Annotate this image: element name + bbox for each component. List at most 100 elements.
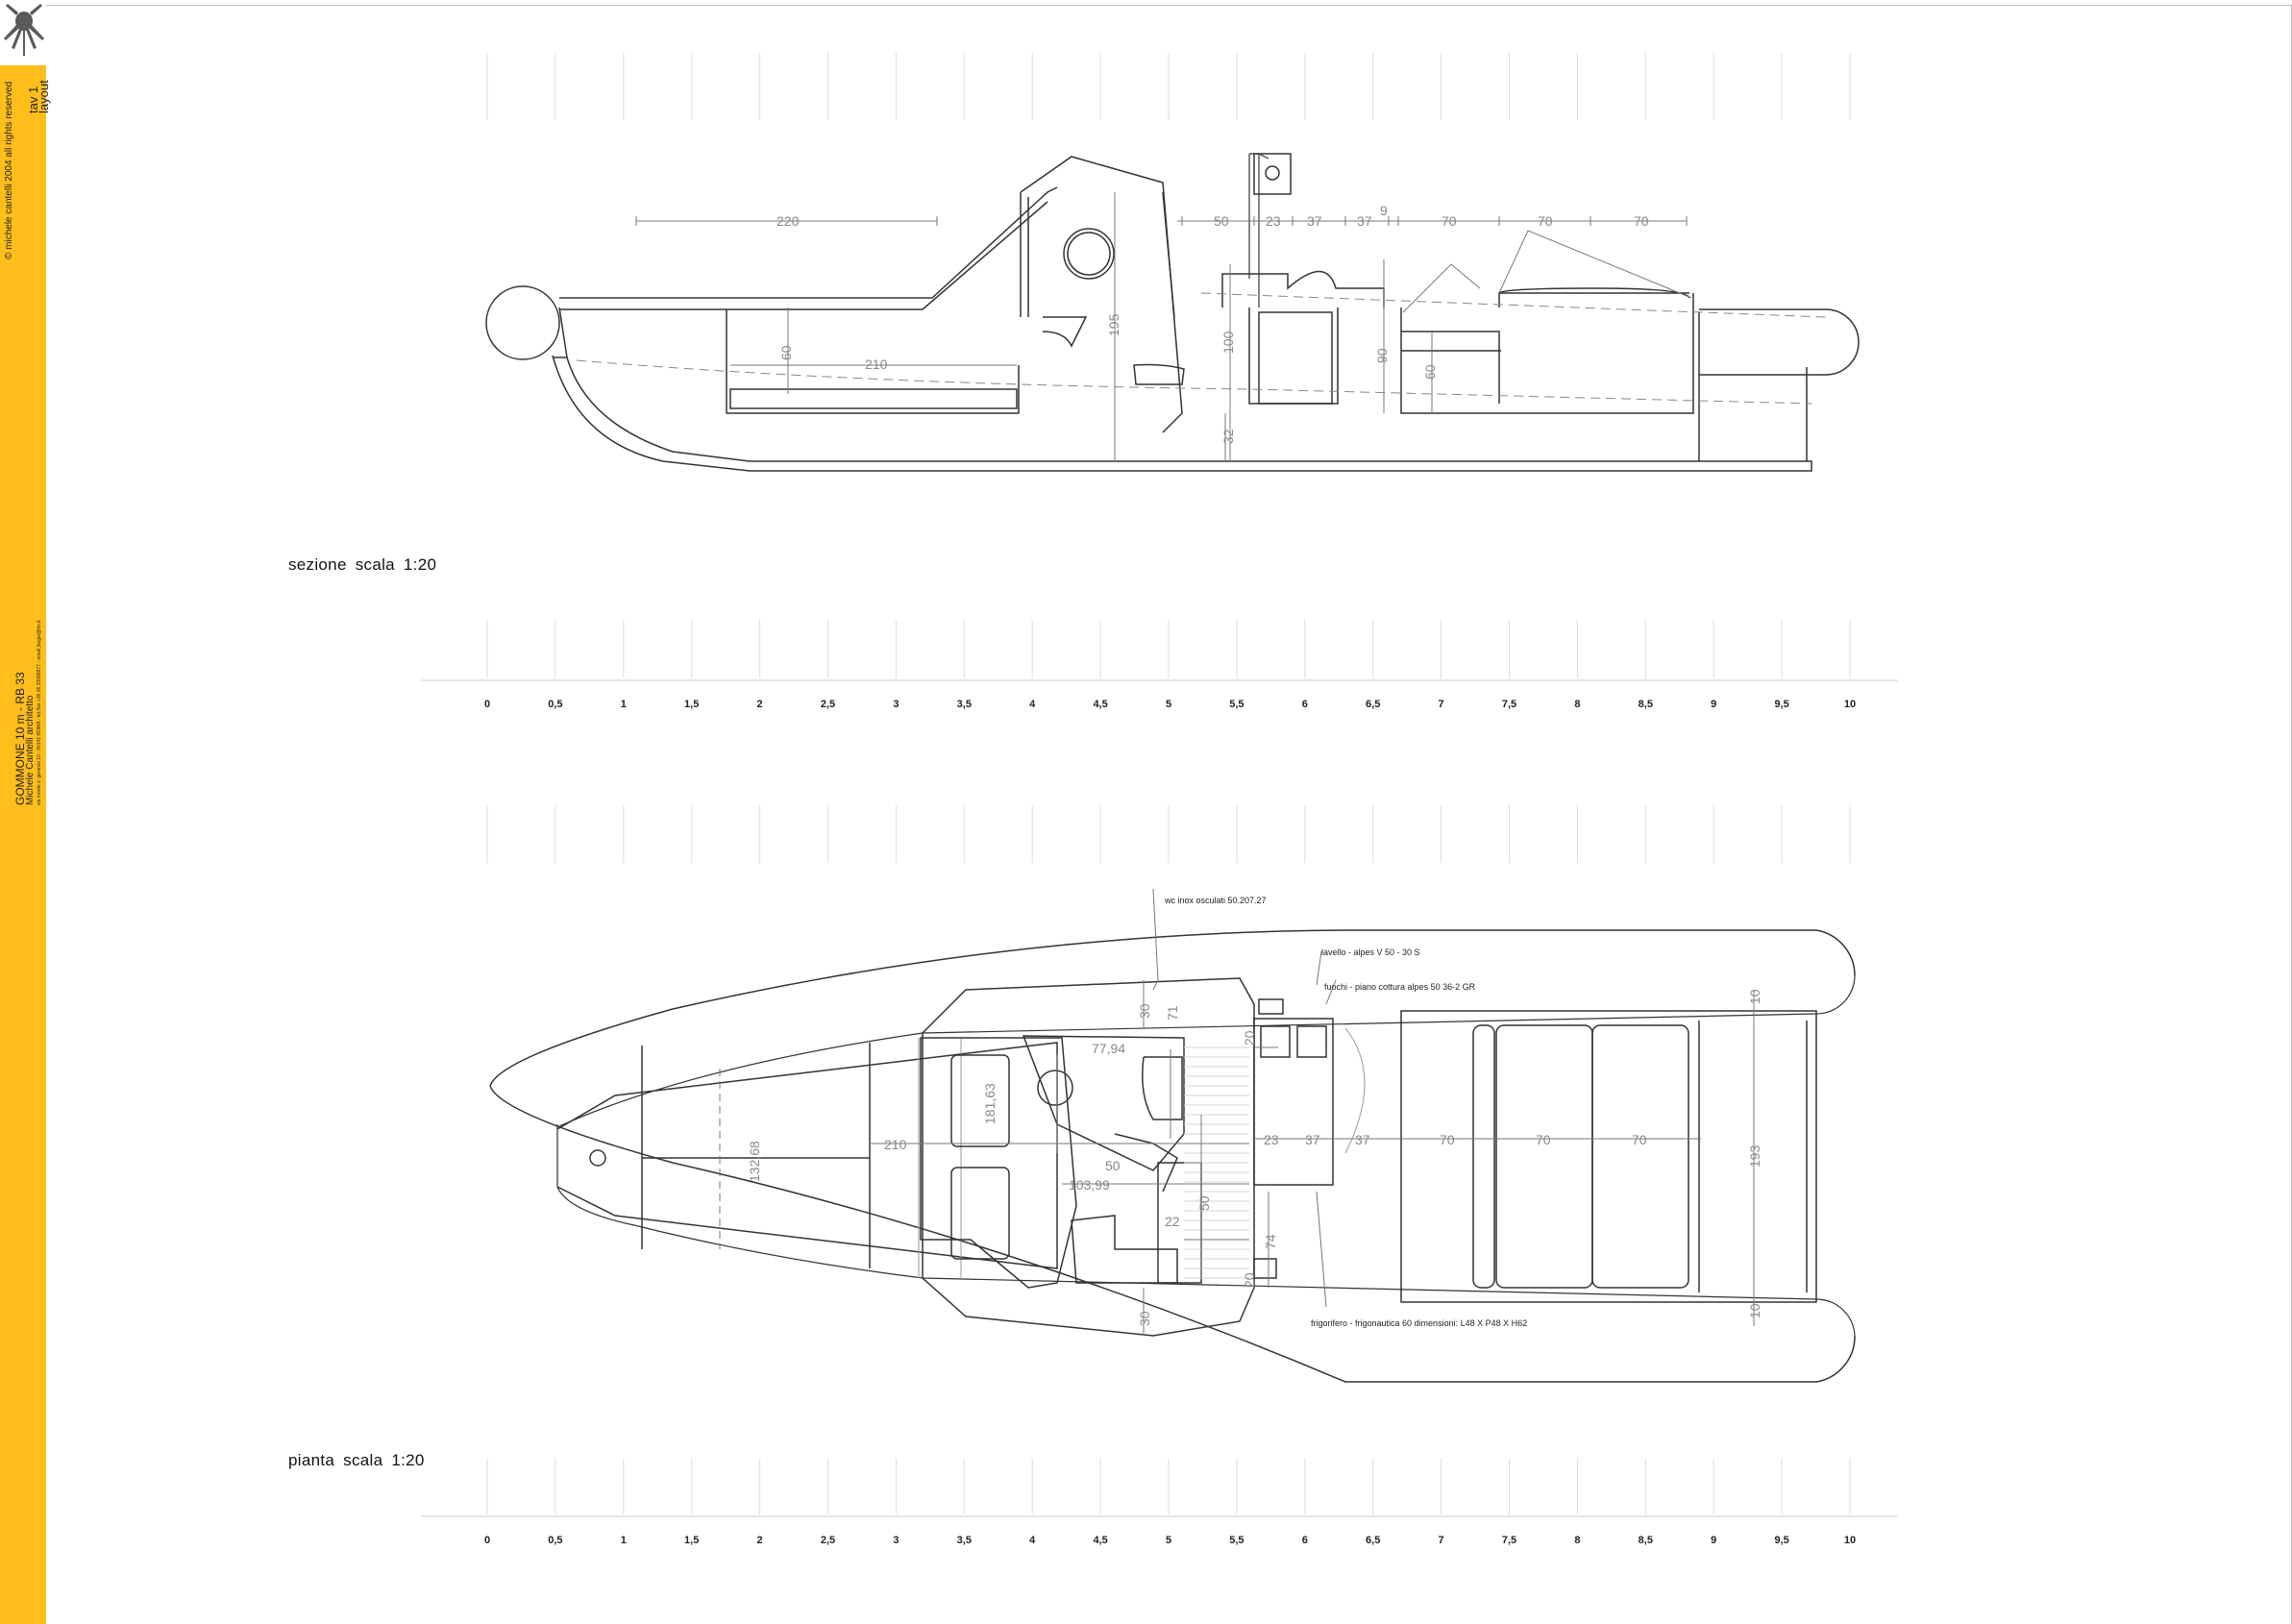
scale-label: 7 — [1439, 699, 1444, 710]
scale-label: 5 — [1166, 699, 1171, 710]
scale-ticks-section-top — [486, 53, 1851, 120]
sunpad-cushion-1 — [1495, 1024, 1593, 1289]
bow-tube — [485, 285, 560, 360]
cabin-berth-b — [950, 1167, 1010, 1260]
dim-headroom: 195 — [1106, 313, 1121, 336]
note-wc: wc inox osculati 50.207.27 — [1164, 896, 1267, 905]
scale-label: 1,5 — [684, 699, 699, 710]
bow-cushions — [641, 1043, 871, 1268]
plan-notes: wc inox osculati 50.207.27 lavello - alp… — [1164, 896, 1527, 1328]
steering-icon — [1265, 165, 1280, 181]
console-post — [1248, 153, 1269, 308]
console-head — [1253, 153, 1292, 195]
porthole — [1063, 228, 1115, 280]
anchor-hatch-icon — [589, 1149, 606, 1167]
scale-label: 9 — [1711, 1535, 1716, 1546]
scale-label: 10 — [1844, 699, 1856, 710]
dim-counter-height: 100 — [1220, 331, 1236, 354]
scale-label: 4 — [1029, 699, 1036, 710]
rear-bench — [1400, 293, 1694, 414]
hob-icon — [1260, 1025, 1291, 1058]
scale-label: 9,5 — [1774, 1535, 1788, 1546]
section-view: 220 210 60 195 100 32 90 60 50 23 37 37 … — [485, 53, 1860, 472]
scale-label: 8 — [1574, 1535, 1580, 1546]
dim-wc-width: 77,94 — [1092, 1041, 1125, 1056]
section-caption: sezione scala 1:20 — [288, 555, 437, 574]
sunpad-cushion-0 — [1472, 1024, 1495, 1289]
dim-30: 30 — [1137, 1003, 1152, 1019]
scale-label: 8,5 — [1639, 1535, 1653, 1546]
waterline-dashes — [576, 292, 1827, 405]
transom — [1698, 312, 1808, 461]
scale-label: 0 — [484, 1535, 490, 1546]
scale-label: 7,5 — [1502, 699, 1516, 710]
dim-193: 193 — [1747, 1144, 1762, 1168]
deck-teak-lines — [1184, 1046, 1249, 1279]
wc-fixture — [1142, 1056, 1183, 1120]
dim-cabin-length: 210 — [884, 1137, 907, 1152]
scale-label: 3 — [893, 699, 899, 710]
dim-37b: 37 — [1357, 213, 1372, 229]
berth — [726, 309, 1020, 414]
scale-label: 9 — [1711, 699, 1716, 710]
scale-label: 0 — [484, 699, 490, 710]
scale-label: 10 — [1844, 1535, 1856, 1546]
dim-50b: 50 — [1196, 1195, 1212, 1211]
dim-70c: 70 — [1634, 213, 1649, 229]
scale-label: 0,5 — [548, 1535, 562, 1546]
dim-9: 9 — [1380, 203, 1388, 218]
dim-37a: 37 — [1305, 1132, 1320, 1147]
transom-plan — [1698, 1021, 1808, 1292]
scale-label: 0,5 — [548, 699, 562, 710]
scale-label: 6 — [1302, 699, 1308, 710]
plan-dimension-lines — [870, 888, 1755, 1336]
sunpad-outline — [1400, 1010, 1817, 1303]
dim-cabin-width: 181,63 — [982, 1083, 998, 1124]
porthole-inner — [1067, 232, 1111, 276]
dim-70a: 70 — [1440, 1132, 1455, 1147]
cabin-roof — [922, 977, 1255, 1337]
hull-profile — [552, 307, 1812, 472]
wc-bowl — [1133, 363, 1185, 385]
hull-inner-upper — [558, 974, 1856, 1127]
plan-dim-labels: 132,68 210 181,63 77,94 103,99 50 22 50 … — [747, 989, 1762, 1326]
title-block-sidebar: © michele cantelli 2004 all rights reser… — [0, 0, 51, 1624]
scale-label: 6 — [1302, 1535, 1308, 1546]
logo — [0, 0, 46, 65]
dim-22: 22 — [1165, 1214, 1180, 1229]
scale-label: 3 — [893, 1535, 899, 1546]
note-sink: lavello - alpes V 50 - 30 S — [1321, 947, 1420, 957]
dim-berth-height: 60 — [778, 345, 794, 360]
scale-label: 2,5 — [821, 1535, 835, 1546]
bow-deck — [559, 186, 1058, 310]
dim-seat-height: 90 — [1374, 348, 1390, 363]
dim-37a: 37 — [1307, 213, 1322, 229]
dim-20: 20 — [1242, 1030, 1257, 1046]
scale-label: 5,5 — [1229, 699, 1244, 710]
scale-label: 4,5 — [1093, 1535, 1107, 1546]
wc-door — [1114, 1133, 1178, 1193]
dim-37b: 37 — [1355, 1132, 1370, 1147]
scale-label: 3,5 — [957, 1535, 972, 1546]
washbasin — [1042, 316, 1088, 348]
scale-label: 1,5 — [684, 1535, 699, 1546]
dim-50: 50 — [1214, 213, 1229, 229]
scale-label: 6,5 — [1366, 699, 1380, 710]
dim-10: 10 — [1747, 989, 1762, 1004]
dim-74: 74 — [1263, 1234, 1278, 1249]
sink-icon — [1296, 1025, 1327, 1058]
cabin-berth-a — [950, 1054, 1010, 1147]
dim-20b: 20 — [1242, 1272, 1257, 1288]
scale-label: 1 — [621, 699, 627, 710]
scale-label: 7 — [1439, 1535, 1444, 1546]
section-dim-labels: 220 210 60 195 100 32 90 60 50 23 37 37 … — [776, 203, 1649, 444]
bow-deck-area — [556, 1042, 1058, 1269]
dim-30b: 30 — [1137, 1311, 1152, 1326]
scale-label: 8,5 — [1639, 699, 1653, 710]
stern-tube — [1699, 308, 1860, 376]
dim-70a: 70 — [1442, 213, 1457, 229]
dim-70b: 70 — [1536, 1132, 1551, 1147]
note-hob: fuochi - piano cottura alpes 50 36-2 GR — [1324, 982, 1476, 992]
